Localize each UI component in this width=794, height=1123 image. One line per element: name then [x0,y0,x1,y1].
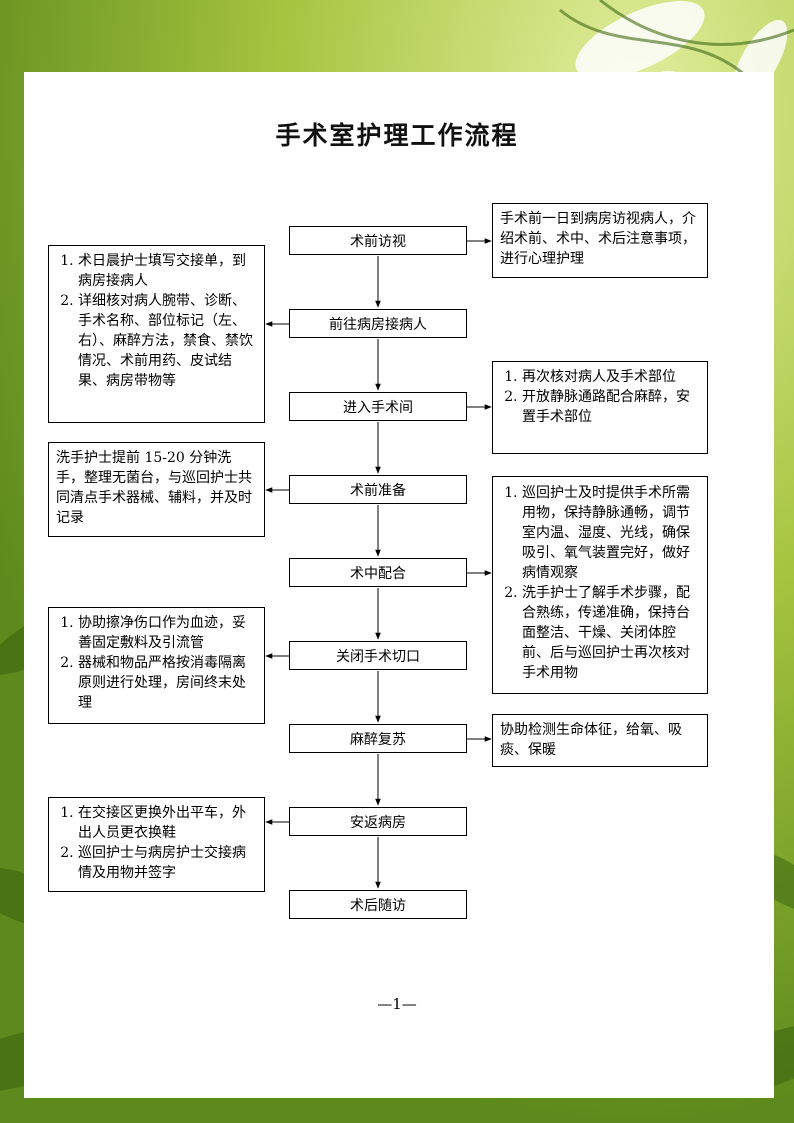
note-return-ward: 在交接区更换外出平车，外出人员更衣换鞋 巡回护士与病房护士交接病情及用物并签字 [48,797,265,892]
note-close-incision: 协助擦净伤口作为血迹，妥善固定敷料及引流管 器械和物品严格按消毒隔离原则进行处理… [48,607,265,724]
list-item: 洗手护士了解手术步骤，配合熟练，传递准确，保持台面整洁、干燥、关闭体腔前、后与巡… [522,583,700,683]
note-pre-visit: 手术前一日到病房访视病人，介绍术前、术中、术后注意事项，进行心理护理 [492,203,708,278]
step-return-ward: 安返病房 [289,807,467,836]
step-enter-room: 进入手术间 [289,392,467,421]
note-pre-op-prep: 洗手护士提前 15-20 分钟洗手，整理无菌台，与巡回护士共同清点手术器械、辅料… [48,442,265,537]
list-item: 巡回护士与病房护士交接病情及用物并签字 [78,843,257,883]
note-intra-op: 巡回护士及时提供手术所需用物，保持静脉通畅，调节室内温、湿度、光线，确保吸引、氧… [492,476,708,694]
list-item: 开放静脉通路配合麻醉，安置手术部位 [522,387,700,427]
note-text: 手术前一日到病房访视病人，介绍术前、术中、术后注意事项，进行心理护理 [500,211,696,267]
list-item: 在交接区更换外出平车，外出人员更衣换鞋 [78,803,257,843]
list-item: 协助擦净伤口作为血迹，妥善固定敷料及引流管 [78,613,257,653]
note-text: 协助检测生命体征，给氧、吸痰、保暖 [500,722,682,758]
note-pickup: 术日晨护士填写交接单，到病房接病人 详细核对病人腕带、诊断、手术名称、部位标记（… [48,245,265,423]
page-title: 手术室护理工作流程 [275,121,519,150]
step-follow-up: 术后随访 [289,890,467,919]
leaf-swirls [559,0,794,91]
step-intra-op: 术中配合 [289,558,467,587]
step-pre-visit: 术前访视 [289,226,467,255]
list-item: 详细核对病人腕带、诊断、手术名称、部位标记（左、右）、麻醉方法，禁食、禁饮情况、… [78,291,257,391]
step-pre-op-prep: 术前准备 [289,475,467,504]
note-enter-room: 再次核对病人及手术部位 开放静脉通路配合麻醉，安置手术部位 [492,361,708,454]
step-close-incision: 关闭手术切口 [289,641,467,670]
list-item: 再次核对病人及手术部位 [522,367,700,387]
step-pickup-patient: 前往病房接病人 [289,309,467,338]
list-item: 巡回护士及时提供手术所需用物，保持静脉通畅，调节室内温、湿度、光线，确保吸引、氧… [522,483,700,583]
step-recovery: 麻醉复苏 [289,724,467,753]
list-item: 术日晨护士填写交接单，到病房接病人 [78,251,257,291]
note-text: 洗手护士提前 15-20 分钟洗手，整理无菌台，与巡回护士共同清点手术器械、辅料… [56,450,252,526]
list-item: 器械和物品严格按消毒隔离原则进行处理，房间终末处理 [78,653,257,713]
page-number: —1— [377,995,417,1013]
note-recovery: 协助检测生命体征，给氧、吸痰、保暖 [492,714,708,767]
